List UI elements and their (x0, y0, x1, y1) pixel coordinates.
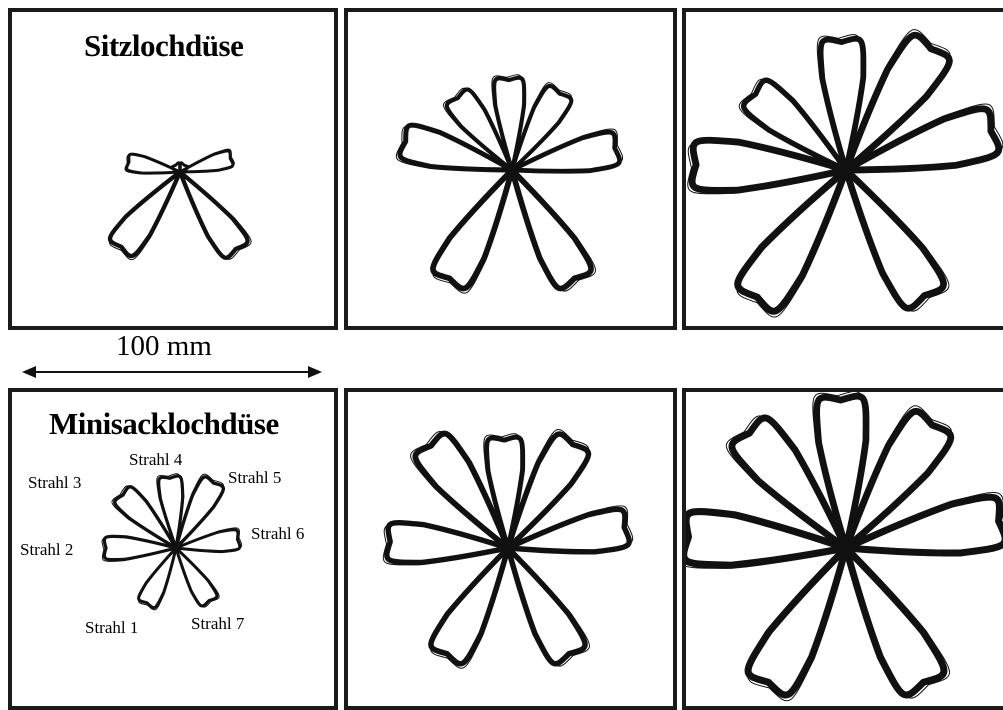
spray-jet-1 (431, 548, 508, 664)
spray-jet-1 (110, 172, 180, 256)
spray-panel-sitz-2 (344, 8, 677, 330)
spray-jet-5 (180, 151, 233, 172)
spray-jet-2 (692, 140, 846, 190)
jet-label-strahl-2: Strahl 2 (20, 540, 73, 560)
spray-panel-sitz-1: Sitzlochdüse (8, 8, 338, 330)
scale-label: 100 mm (116, 330, 212, 363)
spray-panel-sitz-3 (682, 8, 1003, 330)
spray-jet-2 (686, 512, 846, 566)
spray-pattern (686, 392, 1003, 706)
spray-panel-minisack-3 (682, 388, 1003, 710)
jet-label-strahl-3: Strahl 3 (28, 473, 81, 493)
spray-jet-1 (748, 548, 846, 695)
panel-title-minisacklochduese: Minisacklochdüse (49, 406, 279, 442)
spray-panel-minisack-1: Minisacklochdüse Strahl 4 Strahl 3 Strah… (8, 388, 338, 710)
spray-jet-6 (176, 530, 240, 552)
spray-pattern (686, 12, 1003, 326)
spray-jet-7 (846, 548, 944, 695)
jet-label-strahl-1: Strahl 1 (85, 618, 138, 638)
spray-jet-1 (433, 170, 512, 289)
spray-pattern (348, 392, 673, 706)
jet-label-strahl-5: Strahl 5 (228, 468, 281, 488)
spray-jet-7 (846, 170, 944, 308)
spray-jet-7 (176, 548, 217, 606)
spray-jet-7 (512, 170, 591, 289)
spray-jet-7 (508, 548, 585, 664)
jet-label-strahl-7: Strahl 7 (191, 614, 244, 634)
spray-jet-6 (180, 172, 248, 258)
panel-title-sitzlochduese: Sitzlochdüse (84, 28, 243, 64)
jet-label-strahl-4: Strahl 4 (129, 450, 182, 470)
scale-arrow (22, 362, 322, 382)
spray-panel-minisack-2 (344, 388, 677, 710)
jet-label-strahl-6: Strahl 6 (251, 524, 304, 544)
spray-jet-2 (127, 154, 180, 173)
spray-jet-4 (817, 396, 866, 548)
spray-pattern (348, 12, 673, 326)
